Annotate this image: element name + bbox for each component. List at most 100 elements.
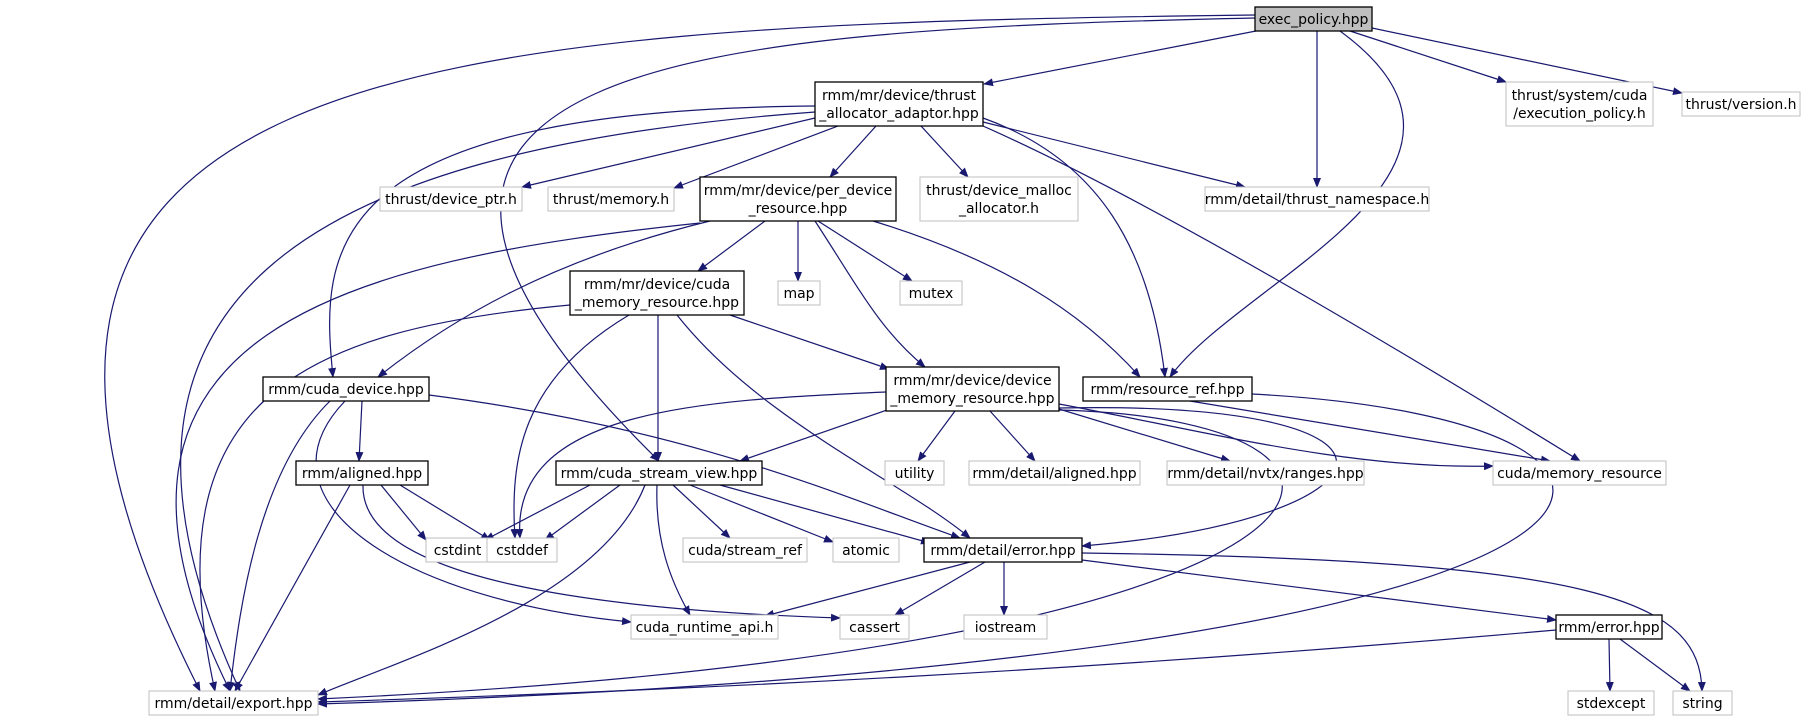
edge-device_memory_resource-to-nvtx_ranges <box>1058 408 1231 463</box>
node-atomic: atomic <box>832 537 900 563</box>
node-cassert: cassert <box>839 614 910 640</box>
node-thrust-namespace: rmm/detail/thrust_namespace.h <box>1204 186 1430 212</box>
node-label: rmm/detail/nvtx/ranges.hpp <box>1167 466 1363 482</box>
node-cuda-memory-resource[interactable]: rmm/mr/device/cuda_memory_resource.hpp <box>569 270 745 316</box>
node-device-memory-resource[interactable]: rmm/mr/device/device _memory_resource.hpp <box>885 366 1060 412</box>
edge-aligned-to-cassert <box>362 484 841 622</box>
node-box <box>148 690 319 716</box>
edge-detail_error-to-rmm_error <box>1081 559 1557 623</box>
node-label: /execution_policy.h <box>1513 106 1645 122</box>
edge-detail_error-to-string <box>1081 552 1706 692</box>
edge-per_device_resource-to-cuda_memory_resource <box>697 220 766 272</box>
node-box <box>1492 460 1667 486</box>
node-box <box>899 280 963 306</box>
node-cuda-runtime-api: cuda_runtime_api.h <box>630 614 779 640</box>
node-box <box>379 186 523 212</box>
node-detail-error[interactable]: rmm/detail/error.hpp <box>923 537 1083 563</box>
node-label: thrust/device_ptr.h <box>385 192 517 208</box>
edge-cuda_stream_view-to-cuda_stream_ref <box>672 484 731 539</box>
edge-rmm_error-to-detail_export <box>317 629 1557 706</box>
node-box <box>699 176 897 222</box>
node-box <box>963 614 1048 640</box>
edge-cuda_device-to-detail_export <box>227 400 331 692</box>
node-label: cuda/stream_ref <box>688 543 803 559</box>
node-label: rmm/cuda_stream_view.hpp <box>561 466 758 482</box>
node-exec-policy[interactable]: exec_policy.hpp <box>1254 6 1373 32</box>
node-thrust-alloc-adaptor[interactable]: rmm/mr/device/thrust_allocator_adaptor.h… <box>814 81 984 127</box>
node-box <box>547 186 675 212</box>
node-label: cuda/memory_resource <box>1497 466 1662 482</box>
edge-thrust_alloc_adaptor-to-thrust_device_ptr <box>521 117 816 189</box>
node-string: string <box>1672 690 1733 716</box>
node-cstddef: cstddef <box>486 537 558 563</box>
node-box <box>884 460 945 486</box>
node-label: atomic <box>842 543 890 559</box>
node-detail-aligned: rmm/detail/aligned.hpp <box>968 460 1141 486</box>
edge-thrust_alloc_adaptor-to-thrust_device_malloc <box>920 125 969 178</box>
node-map: map <box>777 280 821 306</box>
node-box <box>569 270 745 316</box>
edge-resource_ref-to-detail_export <box>317 393 1554 708</box>
node-box <box>486 537 558 563</box>
node-box <box>630 614 779 640</box>
edge-per_device_resource-to-device_memory_resource <box>814 220 926 368</box>
edge-cuda_stream_view-to-cstddef <box>544 484 621 541</box>
node-thrust-exec-policy: thrust/system/cuda/execution_policy.h <box>1505 81 1654 127</box>
node-label: _memory_resource.hpp <box>889 391 1054 407</box>
node-aligned[interactable]: rmm/aligned.hpp <box>295 460 429 486</box>
edge-cuda_memory_resource-to-device_memory_resource <box>729 314 890 370</box>
node-label: stdexcept <box>1577 696 1646 712</box>
node-label: rmm/detail/error.hpp <box>930 543 1075 559</box>
edge-exec_policy-to-thrust_alloc_adaptor <box>983 30 1257 87</box>
node-cuda-device[interactable]: rmm/cuda_device.hpp <box>262 376 430 402</box>
edge-cuda_stream_view-to-cuda_runtime_api <box>656 484 691 616</box>
node-label: rmm/mr/device/per_device <box>704 183 893 199</box>
node-box <box>968 460 1141 486</box>
node-label: rmm/mr/device/device <box>893 373 1051 389</box>
edge-aligned-to-cstddef <box>399 484 491 541</box>
node-label: thrust/memory.h <box>553 192 669 208</box>
node-thrust-device-malloc: thrust/device_malloc_allocator.h <box>919 176 1079 222</box>
node-label: cstddef <box>496 543 549 559</box>
edge-per_device_resource-to-detail_export <box>175 222 701 692</box>
node-mutex: mutex <box>899 280 963 306</box>
edge-resource_ref-to-cuda_memory_resource_ext <box>1189 400 1551 464</box>
node-label: rmm/aligned.hpp <box>302 466 422 482</box>
edge-device_memory_resource-to-cstddef <box>515 391 887 539</box>
edge-exec_policy-to-cuda_stream_view <box>500 17 1256 462</box>
node-label: cuda_runtime_api.h <box>636 620 774 636</box>
node-box <box>555 460 763 486</box>
node-box <box>919 176 1079 222</box>
node-box <box>1505 81 1654 127</box>
edge-device_memory_resource-to-detail_export <box>317 409 1283 703</box>
edges-layer <box>104 14 1706 708</box>
edge-per_device_resource-to-cuda_device <box>377 220 711 378</box>
edge-cuda_stream_view-to-atomic <box>689 484 834 543</box>
node-per-device-resource[interactable]: rmm/mr/device/per_device_resource.hpp <box>699 176 897 222</box>
node-label: rmm/error.hpp <box>1558 620 1659 636</box>
node-rmm-error[interactable]: rmm/error.hpp <box>1555 614 1663 640</box>
node-label: utility <box>895 466 935 482</box>
node-label: map <box>783 286 814 302</box>
node-box <box>1166 460 1365 486</box>
edge-device_memory_resource-to-detail_aligned <box>989 410 1036 462</box>
edge-thrust_alloc_adaptor-to-thrust_namespace <box>982 121 1246 189</box>
node-detail-export: rmm/detail/export.hpp <box>148 690 319 716</box>
node-label: rmm/mr/device/thrust <box>822 88 977 104</box>
node-box <box>1254 6 1373 32</box>
node-box <box>1672 690 1733 716</box>
node-box <box>1555 614 1663 640</box>
node-utility: utility <box>884 460 945 486</box>
edge-exec_policy-to-detail_export <box>104 14 1256 692</box>
edge-thrust_alloc_adaptor-to-cuda_device <box>328 105 816 378</box>
node-resource-ref[interactable]: rmm/resource_ref.hpp <box>1082 376 1253 402</box>
edge-device_memory_resource-to-utility <box>917 410 956 462</box>
node-label: cstdint <box>434 543 482 559</box>
node-box <box>1567 690 1655 716</box>
edge-cuda_stream_view-to-cstdint <box>484 484 591 541</box>
node-label: iostream <box>975 620 1037 636</box>
node-label: rmm/detail/export.hpp <box>154 696 312 712</box>
node-cuda-stream-view[interactable]: rmm/cuda_stream_view.hpp <box>555 460 763 486</box>
node-label: string <box>1682 696 1722 712</box>
